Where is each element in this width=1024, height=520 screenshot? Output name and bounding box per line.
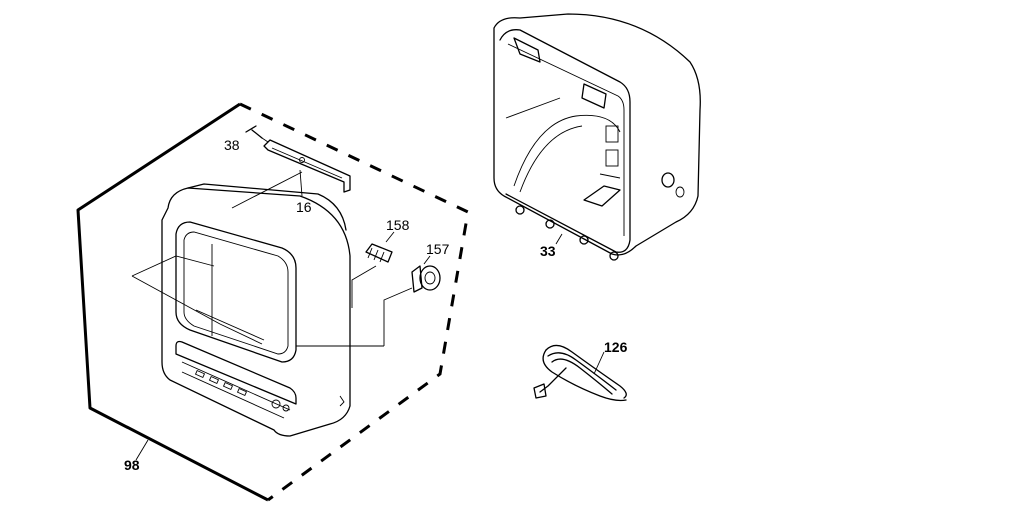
inner-line <box>505 97 561 119</box>
side-jack <box>675 186 685 198</box>
button-shape <box>194 369 206 379</box>
vcr-line <box>181 371 285 419</box>
screw-shaft <box>251 129 263 139</box>
vcr-slot <box>175 340 297 405</box>
label-157: 157 <box>426 241 450 257</box>
bracket-shape <box>263 139 351 193</box>
label-126: 126 <box>604 339 628 355</box>
leader-126 <box>593 351 605 375</box>
foot <box>579 235 589 245</box>
side-detail <box>605 125 619 143</box>
cord-loop <box>551 358 613 395</box>
carton-solid-edges <box>76 102 269 502</box>
front-panel-buttons <box>194 369 290 412</box>
plug <box>533 383 547 399</box>
foot <box>609 251 619 261</box>
knob-shape <box>282 404 290 412</box>
screw-part-38 <box>245 125 269 143</box>
leader-157 <box>423 255 431 265</box>
side-detail <box>605 149 619 167</box>
assembly-guide-lines <box>131 171 413 347</box>
part-157-inner <box>424 271 436 285</box>
power-cord-part-126 <box>533 344 627 402</box>
cord-holder <box>583 185 621 207</box>
vcr-line <box>181 361 291 411</box>
button-shape <box>222 381 234 391</box>
rear-shell-rim <box>499 29 631 253</box>
part-158-body <box>365 243 393 263</box>
button-shape <box>236 387 248 397</box>
screen-bezel-inner <box>183 231 289 355</box>
mount-boss <box>581 83 607 109</box>
label-38: 38 <box>224 137 240 153</box>
part-158-slot <box>379 251 385 263</box>
cord-loop <box>542 349 627 402</box>
guide-line-158 <box>351 265 377 308</box>
cabinet-top-edge <box>187 183 347 231</box>
rear-shell-outer <box>493 13 701 256</box>
button-shape <box>208 375 220 385</box>
leader-16 <box>299 169 303 197</box>
rear-cabinet-part-33 <box>493 13 701 261</box>
foot <box>515 205 525 215</box>
inner-curve <box>513 114 621 187</box>
bracket-hole <box>299 157 305 163</box>
screw-head <box>245 125 257 133</box>
leader-33 <box>555 233 563 245</box>
carton-dashed-edges <box>239 102 470 502</box>
cord-loop <box>545 344 627 399</box>
part-158 <box>365 231 395 263</box>
cabinet-outer <box>161 187 351 437</box>
foot <box>545 219 555 229</box>
label-158: 158 <box>386 217 410 233</box>
bracket-part-16 <box>263 139 351 193</box>
part-157 <box>411 255 441 293</box>
guide-line <box>131 275 263 345</box>
leader-158 <box>385 231 395 243</box>
part-157-base <box>411 265 423 293</box>
bracket-fold <box>271 147 343 179</box>
knob-shape <box>271 399 281 409</box>
cord-loop <box>547 352 617 391</box>
tv-front-cabinet <box>161 183 351 437</box>
guide-line <box>131 255 215 277</box>
leader-98 <box>135 439 149 461</box>
side-jack <box>661 172 675 188</box>
part-158-slot <box>367 247 373 259</box>
inner-curve <box>519 125 583 193</box>
guide-line-157 <box>383 287 413 346</box>
part-157-outer <box>419 265 441 291</box>
screen-line <box>195 309 265 341</box>
screw-leader <box>261 137 269 143</box>
cabinet-foot <box>339 395 345 407</box>
part-158-slot <box>373 249 379 261</box>
side-detail-line <box>599 173 621 179</box>
mount-boss <box>513 37 541 63</box>
screen-bezel-outer <box>175 221 297 363</box>
rear-rim-inner <box>507 43 625 236</box>
label-98: 98 <box>124 457 140 473</box>
label-33: 33 <box>540 243 556 259</box>
label-16: 16 <box>296 199 312 215</box>
guide-line-16 <box>231 171 303 209</box>
carton-outline <box>76 102 470 502</box>
cord-tail <box>539 367 567 393</box>
